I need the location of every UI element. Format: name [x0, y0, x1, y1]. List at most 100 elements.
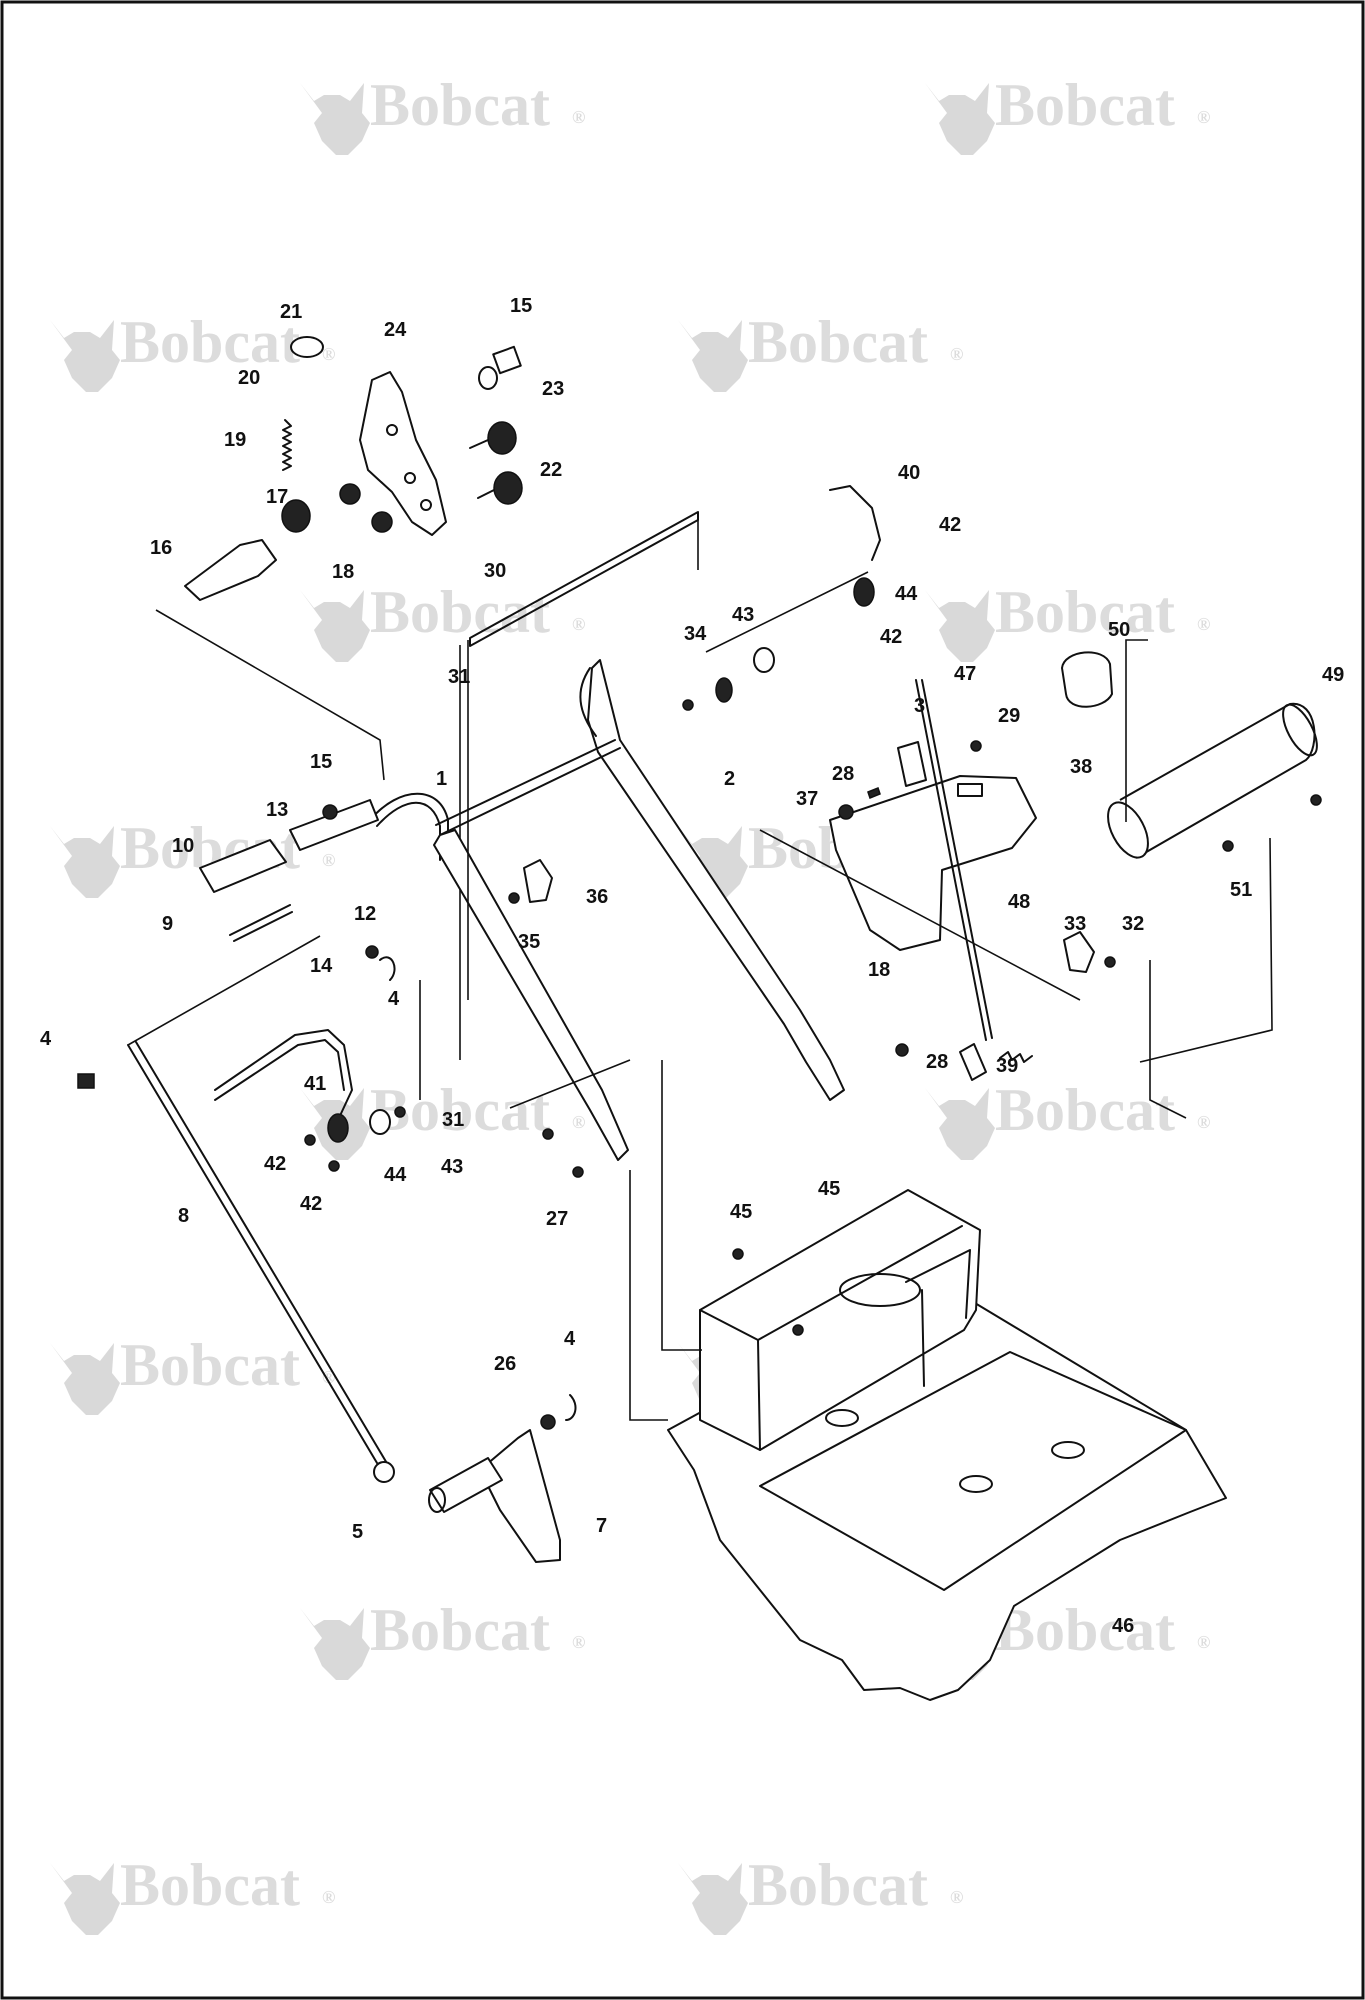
pin-4-mid: [379, 956, 396, 981]
latch-33: [1063, 931, 1095, 973]
callout-label: 42: [300, 1193, 322, 1215]
cable-41: [214, 1029, 353, 1121]
deck-hole: [959, 1475, 993, 1493]
pedal-arm-7: [479, 1429, 561, 1563]
nut-45b: [792, 1324, 804, 1336]
bracket-plate-24: [359, 371, 447, 536]
callout-label: 26: [494, 1353, 516, 1375]
tube-end: [428, 1487, 446, 1513]
callout-label: 41: [304, 1073, 326, 1095]
callout-label: 19: [224, 429, 246, 451]
callout-label: 28: [926, 1051, 948, 1073]
callout-label: 13: [266, 799, 288, 821]
linkage-rod: [433, 829, 629, 1161]
nut-17: [281, 499, 311, 533]
washer-14: [365, 945, 379, 959]
callout-label: 42: [264, 1153, 286, 1175]
callout-label: 17: [266, 486, 288, 508]
callout-label: 45: [730, 1201, 752, 1223]
callout-label: 46: [1112, 1615, 1134, 1637]
watermark-brand: Bobcat: [370, 72, 550, 138]
spring-34: [715, 677, 733, 703]
watermark-registered-mark: ®: [322, 1887, 335, 1907]
bracket-hole: [404, 472, 416, 484]
bolt-35: [508, 892, 520, 904]
parts-layer: [77, 336, 1322, 1701]
bolt-27a: [542, 1128, 554, 1140]
callout-label: 18: [332, 561, 354, 583]
lever-2: [587, 659, 845, 1101]
tower-right-post: [905, 1249, 971, 1387]
clevis-5: [373, 1461, 395, 1483]
callout-label: 24: [384, 319, 407, 341]
watermark-brand: Bobcat: [120, 1332, 300, 1398]
clip-4-left: [77, 1073, 95, 1089]
watermark-brand: Bobcat: [370, 1597, 550, 1663]
bobcat-logo-icon: [50, 320, 120, 392]
clip-28-lower: [959, 1043, 987, 1081]
clip-44-upper: [853, 577, 875, 607]
callout-label: 42: [939, 514, 961, 536]
callout-label: 7: [596, 1515, 607, 1537]
callout-label: 4: [564, 1328, 576, 1350]
bobcat-logo-icon: [678, 826, 748, 898]
spring-19: [282, 419, 292, 471]
callout-label: 47: [954, 663, 976, 685]
knob-3: [897, 741, 927, 787]
bobcat-watermark: Bobcat®: [925, 579, 1210, 662]
bobcat-logo-icon: [678, 320, 748, 392]
bobcat-watermark: Bobcat®: [50, 1852, 335, 1935]
deck-hole: [825, 1409, 859, 1427]
lever-2-top: [579, 667, 597, 737]
pedal-tube: [429, 1457, 503, 1513]
roller-shaft: [469, 439, 495, 499]
callout-label: 36: [586, 886, 608, 908]
callout-label: 4: [388, 988, 400, 1010]
callout-label: 12: [354, 903, 376, 925]
callout-label: 44: [895, 583, 918, 605]
watermark-registered-mark: ®: [572, 107, 585, 127]
bobcat-logo-icon: [300, 83, 370, 155]
callout-label: 44: [384, 1164, 407, 1186]
deck-cutout: [839, 1273, 921, 1307]
pin-31-upper: [682, 699, 694, 711]
callout-label: 31: [448, 666, 470, 688]
watermark-registered-mark: ®: [322, 1367, 335, 1387]
bobcat-logo-icon: [925, 83, 995, 155]
bobcat-watermark: Bobcat®: [678, 1852, 963, 1935]
muffler-49: [1119, 702, 1316, 859]
spring-28-upper: [867, 787, 881, 799]
watermark-brand: Bobcat: [120, 309, 300, 375]
nut-18-right: [895, 1043, 909, 1057]
watermark-registered-mark: ®: [322, 850, 335, 870]
watermark-brand: Bobcat: [995, 1597, 1175, 1663]
bobcat-watermark: Bobcat®: [678, 309, 963, 392]
callout-label: 2: [724, 768, 735, 790]
nut-18b: [371, 511, 393, 533]
nut-37: [838, 804, 854, 820]
watermark-brand: Bobcat: [995, 579, 1175, 645]
watermark-brand: Bobcat: [748, 1852, 928, 1918]
callout-label: 50: [1108, 619, 1130, 641]
clip-44-lower: [327, 1113, 349, 1143]
bobcat-watermark: Bobcat ®: [50, 1332, 335, 1415]
watermark-brand: Bobcat: [995, 72, 1175, 138]
bracket-40: [829, 485, 881, 561]
callout-label: 5: [352, 1521, 363, 1543]
bolt-muffler: [1310, 794, 1322, 806]
callout-label: 18: [868, 959, 890, 981]
frame-46-top: [759, 1351, 1187, 1591]
bracket-36: [523, 859, 553, 903]
watermark-brand: Bobcat: [748, 309, 928, 375]
bobcat-logo-icon: [925, 590, 995, 662]
bobcat-watermark: Bobcat®: [925, 1077, 1210, 1160]
callout-label: 8: [178, 1205, 189, 1227]
callout-label: 49: [1322, 664, 1344, 686]
nut-15-mid: [322, 804, 338, 820]
watermark-registered-mark: ®: [572, 1112, 585, 1132]
roller-22a: [487, 421, 517, 455]
bolt-32: [1104, 956, 1116, 968]
callout-label: 40: [898, 462, 920, 484]
spring-39: [999, 1051, 1033, 1063]
callout-label: 20: [238, 367, 260, 389]
